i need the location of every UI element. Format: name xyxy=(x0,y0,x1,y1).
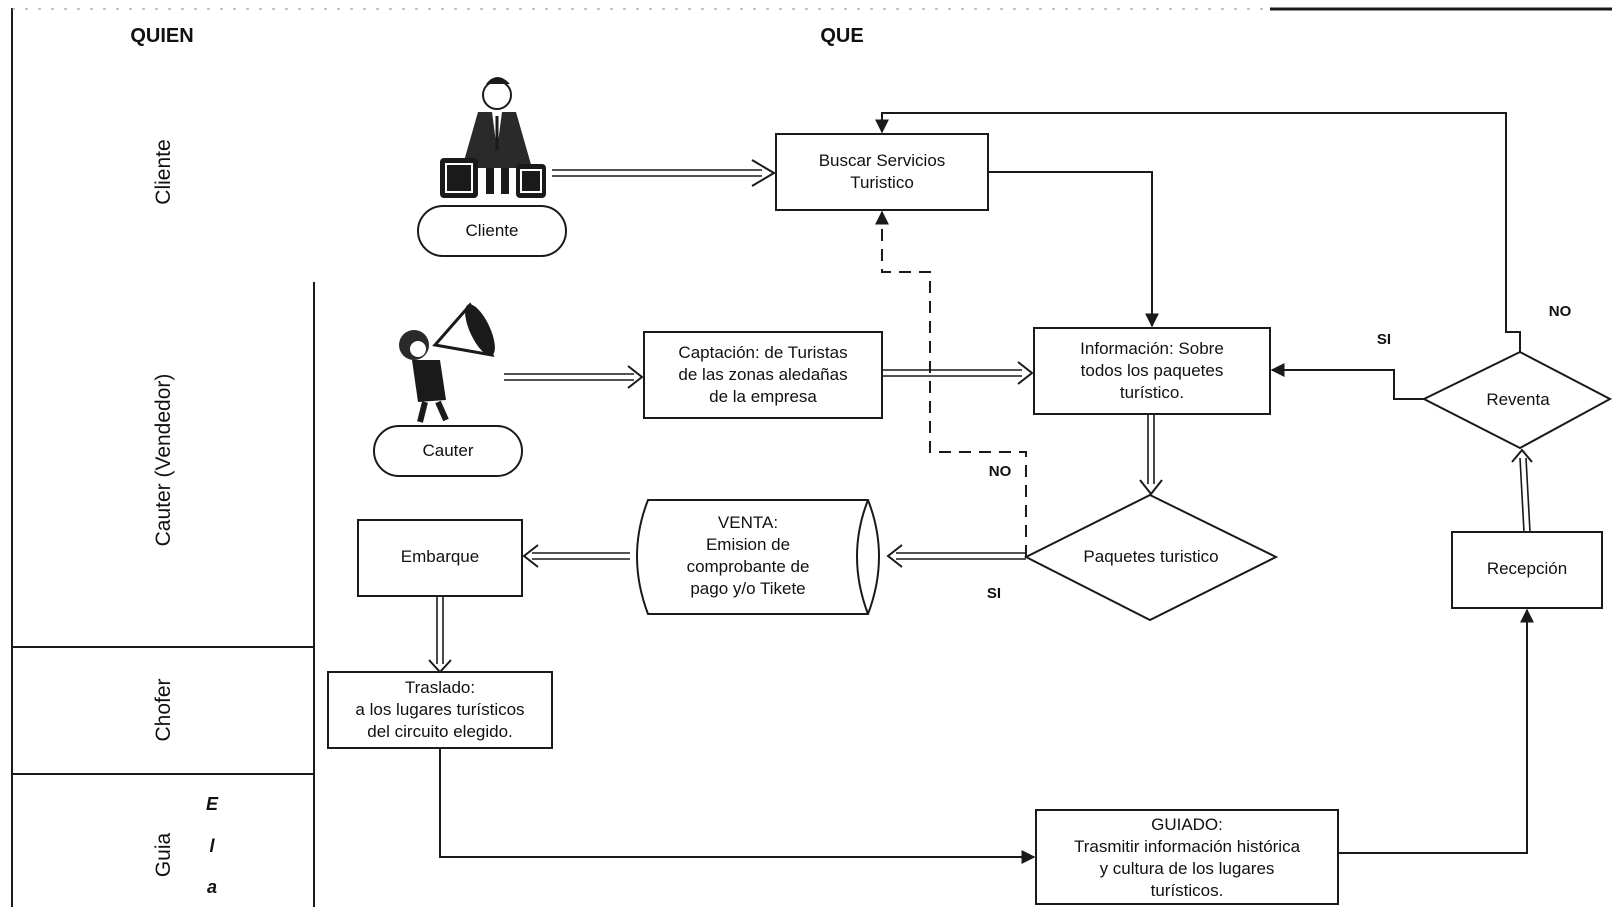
header-what: QUE xyxy=(820,25,863,47)
connector-buscar-to-informacion xyxy=(988,171,1159,328)
connector-cliente-to-buscar xyxy=(552,159,776,187)
node-venta-line-4: pago y/o Tikete xyxy=(690,579,805,598)
connector-embarque-to-traslado xyxy=(428,596,452,674)
node-buscar-line-2: Turistico xyxy=(850,173,914,192)
node-guiado-line-3: y cultura de los lugares xyxy=(1100,859,1275,878)
connector-reventa-si-to-informacion xyxy=(1270,363,1424,400)
node-recepcion: Recepción xyxy=(1451,531,1603,609)
node-guiado-line-1: GUIADO: xyxy=(1151,815,1223,834)
connector-paquetes-si-to-venta xyxy=(886,544,1026,568)
node-traslado-line-2: a los lugares turísticos xyxy=(355,700,524,719)
node-paquetes-decision: Paquetes turistico xyxy=(1023,493,1279,622)
node-buscar: Buscar Servicios Turistico xyxy=(775,133,989,211)
node-reventa-label: Reventa xyxy=(1486,390,1550,409)
node-informacion: Información: Sobre todos los paquetes tu… xyxy=(1033,327,1271,415)
node-guiado: GUIADO: Trasmitir información histórica … xyxy=(1035,809,1339,905)
node-guiado-line-2: Trasmitir información histórica xyxy=(1074,837,1301,856)
connector-captacion-to-informacion xyxy=(882,361,1034,385)
node-buscar-line-1: Buscar Servicios xyxy=(819,151,946,170)
node-recepcion-label: Recepción xyxy=(1487,559,1567,578)
connector-guiado-to-recepcion xyxy=(1338,608,1534,854)
connector-traslado-to-guiado xyxy=(439,748,1036,864)
node-traslado: Traslado: a los lugares turísticos del c… xyxy=(327,671,553,749)
actor-label-cauter: Cauter xyxy=(422,441,473,460)
swimlane-grid xyxy=(11,7,1612,907)
node-venta-line-3: comprobante de xyxy=(687,557,810,576)
node-captacion: Captación: de Turistas de las zonas aled… xyxy=(643,331,883,419)
node-venta-storage: VENTA: Emision de comprobante de pago y/… xyxy=(636,499,880,615)
node-captacion-line-1: Captación: de Turistas xyxy=(678,343,847,362)
connector-informacion-to-paquetes xyxy=(1139,414,1163,496)
actor-label-cliente: Cliente xyxy=(466,221,519,240)
node-informacion-line-1: Información: Sobre xyxy=(1080,339,1224,358)
node-guiado-line-4: turísticos. xyxy=(1151,881,1224,900)
edge-label-reventa-no: NO xyxy=(1549,303,1572,320)
node-reventa-decision: Reventa xyxy=(1421,350,1612,450)
connector-paquetes-no-to-buscar xyxy=(875,210,1027,557)
connector-reventa-no-to-buscar xyxy=(875,112,1521,352)
connector-recepcion-to-reventa xyxy=(1511,448,1533,533)
node-traslado-line-1: Traslado: xyxy=(405,678,475,697)
edge-label-reventa-si: SI xyxy=(1377,331,1391,348)
connector-venta-to-embarque xyxy=(522,544,630,568)
node-informacion-line-2: todos los paquetes xyxy=(1081,361,1224,380)
node-traslado-line-3: del circuito elegido. xyxy=(367,722,513,741)
node-venta-line-1: VENTA: xyxy=(718,513,778,532)
node-captacion-line-3: de la empresa xyxy=(709,387,817,406)
lane-label-guia: Guia xyxy=(152,833,175,878)
node-paquetes-label: Paquetes turistico xyxy=(1083,547,1218,566)
edge-label-paquetes-si: SI xyxy=(987,585,1001,602)
actor-pill-cauter: Cauter xyxy=(373,425,523,477)
megaphone-person-icon xyxy=(399,302,495,423)
guia-letter-1: E xyxy=(206,794,219,814)
traveler-figure-icon xyxy=(440,77,546,198)
guia-letter-3: a xyxy=(207,877,217,897)
connector-cauter-to-captacion xyxy=(504,365,644,389)
node-venta-line-2: Emision de xyxy=(706,535,790,554)
node-embarque-label: Embarque xyxy=(401,547,479,566)
lane-label-cliente: Cliente xyxy=(152,139,175,204)
edge-label-paquetes-no: NO xyxy=(989,463,1012,480)
node-embarque: Embarque xyxy=(357,519,523,597)
guia-letter-2: l xyxy=(209,836,215,856)
node-informacion-line-3: turístico. xyxy=(1120,383,1184,402)
header-who: QUIEN xyxy=(130,25,193,47)
lane-label-chofer: Chofer xyxy=(152,678,175,741)
actor-pill-cliente: Cliente xyxy=(417,205,567,257)
lane-label-cauter: Cauter (Vendedor) xyxy=(152,374,175,547)
node-captacion-line-2: de las zonas aledañas xyxy=(678,365,847,384)
